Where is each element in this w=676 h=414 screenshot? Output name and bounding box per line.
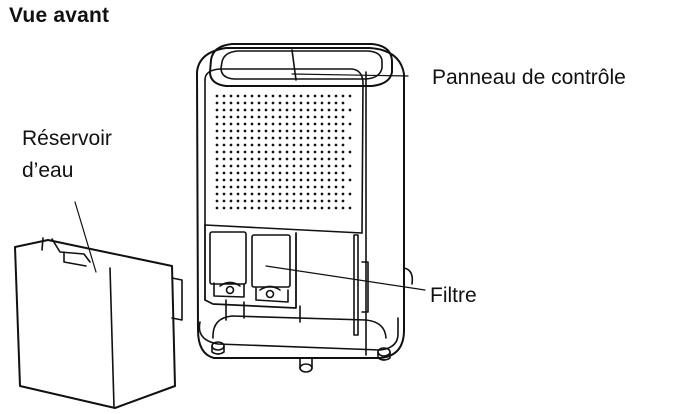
leader-water-tank	[74, 201, 97, 273]
label-water-tank-line2: d’eau	[22, 159, 74, 182]
leader-control-panel	[291, 73, 409, 77]
control-panel-top	[209, 43, 393, 87]
figure-title: Vue avant	[9, 4, 110, 27]
callout-leaders	[74, 73, 426, 291]
leader-filter	[265, 265, 426, 291]
front-grille-perforations	[215, 94, 352, 210]
label-filter: Filtre	[430, 284, 477, 307]
label-control-panel: Panneau de contrôle	[432, 66, 626, 89]
water-tank	[14, 237, 183, 409]
base-stand	[198, 299, 399, 373]
filter-compartment	[204, 224, 414, 336]
label-water-tank-line1: Réservoir	[22, 127, 112, 150]
